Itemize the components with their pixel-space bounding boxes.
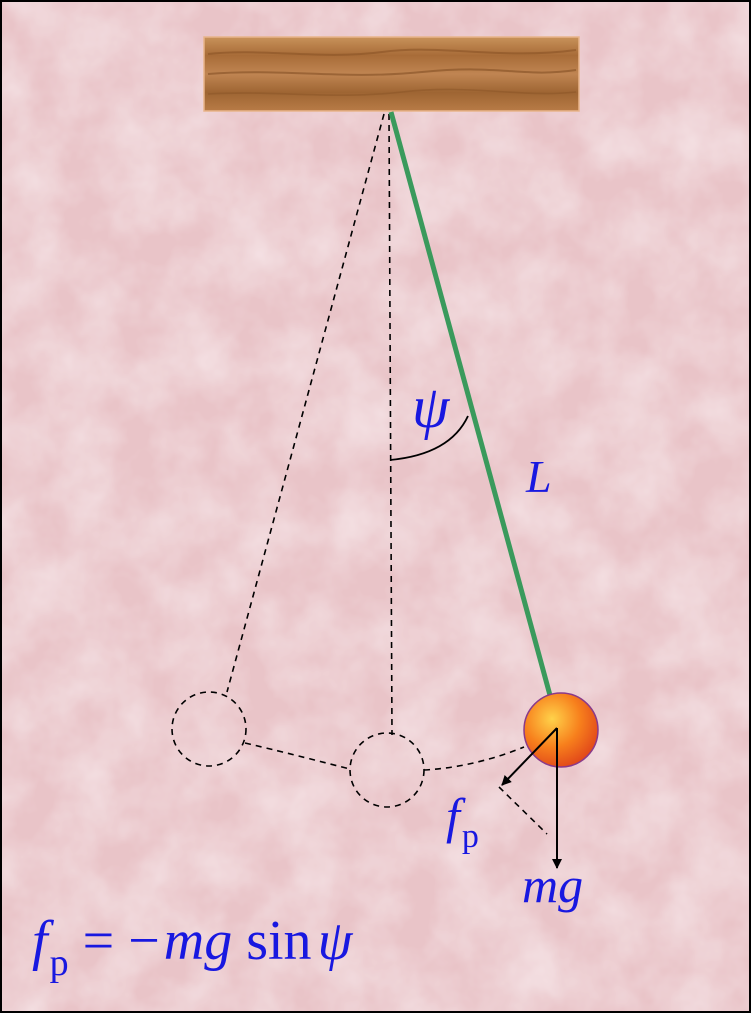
equation-lhs-subscript: p bbox=[50, 942, 69, 984]
left-ghost-bob bbox=[171, 691, 247, 767]
restoring-force-arrow bbox=[501, 727, 558, 786]
guide-lines bbox=[171, 113, 548, 835]
angle-label: ψ bbox=[412, 374, 451, 440]
equation-mass-gravity: mg bbox=[164, 910, 232, 972]
equation-minus: − bbox=[128, 910, 160, 972]
left-extreme-string bbox=[226, 113, 385, 693]
length-label: L bbox=[525, 451, 552, 502]
equation-equals: = bbox=[83, 910, 115, 972]
vertical-reference-line bbox=[388, 113, 393, 736]
equation-sin: sin bbox=[246, 910, 311, 972]
equation-angle: ψ bbox=[318, 910, 354, 972]
weight-label: mg bbox=[522, 857, 583, 913]
restoring-force-subscript: p bbox=[462, 818, 479, 855]
force-component-projection bbox=[498, 786, 548, 835]
pendulum-bob bbox=[523, 692, 599, 768]
swing-arc-left bbox=[244, 742, 351, 770]
swing-arc-right bbox=[423, 746, 525, 771]
angle-arc bbox=[389, 415, 469, 461]
pendulum-string bbox=[388, 111, 554, 700]
ceiling-beam bbox=[203, 36, 580, 112]
